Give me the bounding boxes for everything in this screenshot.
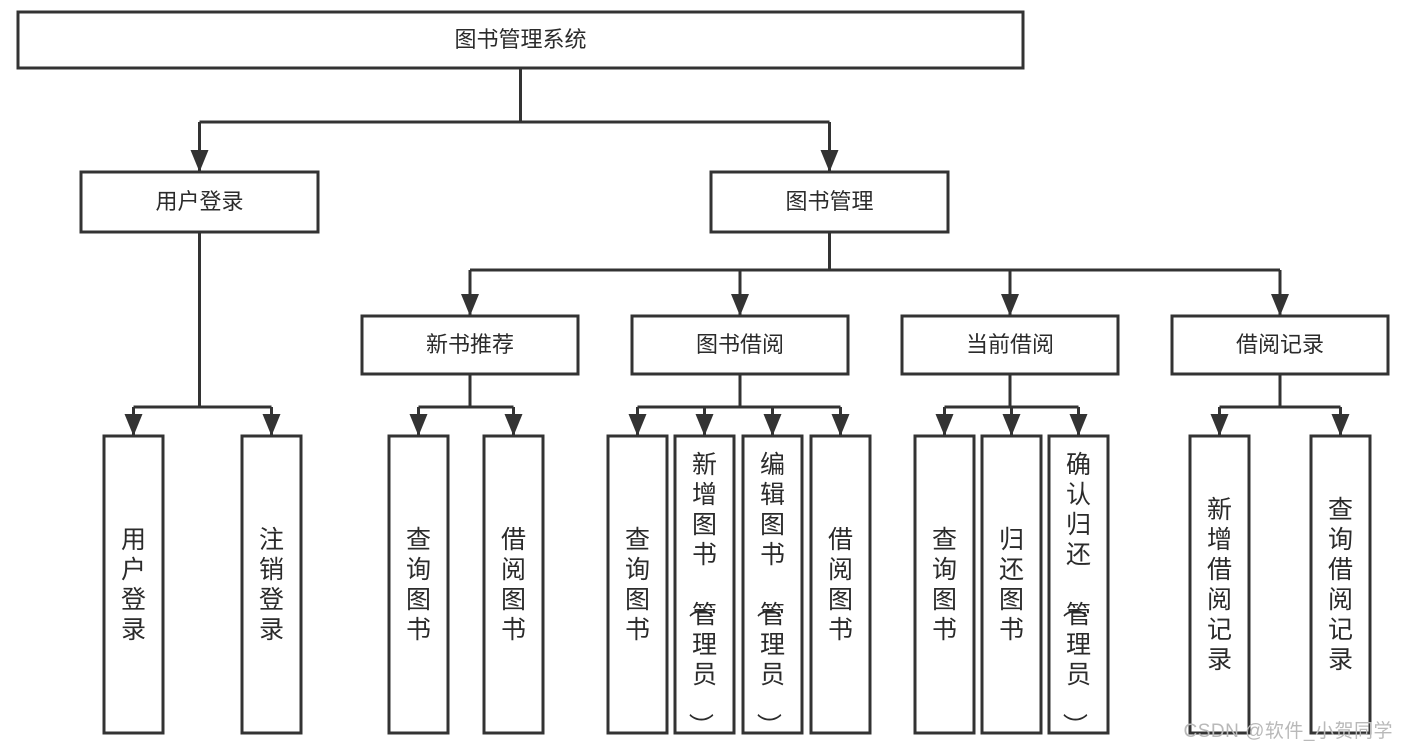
node-box-leaf-borrow-book — [809, 434, 872, 735]
node-box-root — [16, 10, 1025, 70]
node-label-leaf-borrow-book-recommend: 借阅图书 — [501, 526, 526, 644]
node-label-borrow-records: 借阅记录 — [1236, 332, 1324, 357]
node-leaf-add-borrow-record[interactable]: 新增借阅记录 — [1188, 434, 1251, 735]
node-box-book-management — [709, 170, 950, 234]
node-box-leaf-borrow-book-recommend — [482, 434, 545, 735]
node-label-leaf-query-book-current: 查询图书 — [932, 526, 957, 644]
node-leaf-borrow-book-recommend[interactable]: 借阅图书 — [482, 434, 545, 735]
node-label-current-borrow: 当前借阅 — [966, 332, 1054, 357]
node-leaf-query-borrow-record[interactable]: 查询借阅记录 — [1309, 434, 1372, 735]
connectors-layer — [124, 68, 1350, 436]
node-user-login[interactable]: 用户登录 — [79, 170, 320, 234]
node-box-leaf-query-book-recommend — [387, 434, 450, 735]
conn-records-to-leaves — [1210, 374, 1350, 436]
node-leaf-query-book-recommend[interactable]: 查询图书 — [387, 434, 450, 735]
node-new-book-recommend[interactable]: 新书推荐 — [360, 314, 580, 376]
node-label-leaf-query-book-recommend: 查询图书 — [406, 526, 431, 644]
node-box-leaf-add-borrow-record — [1188, 434, 1251, 735]
node-book-borrow[interactable]: 图书借阅 — [630, 314, 850, 376]
node-label-leaf-borrow-book: 借阅图书 — [828, 526, 853, 644]
node-label-leaf-query-borrow-record: 查询借阅记录 — [1328, 496, 1353, 674]
node-box-leaf-user-login — [102, 434, 165, 735]
node-leaf-query-book-borrow[interactable]: 查询图书 — [606, 434, 669, 735]
node-label-leaf-logout-login: 注销登录 — [259, 526, 284, 644]
node-label-leaf-return-book: 归还图书 — [999, 526, 1024, 644]
node-box-leaf-logout-login — [240, 434, 303, 735]
nodes-layer: 图书管理系统用户登录图书管理新书推荐图书借阅当前借阅借阅记录用户登录注销登录查询… — [16, 10, 1390, 738]
node-label-new-book-recommend: 新书推荐 — [426, 332, 514, 357]
node-label-root: 图书管理系统 — [454, 27, 586, 52]
node-box-leaf-edit-book-admin — [741, 434, 804, 735]
conn-root-to-level2 — [190, 68, 839, 172]
node-box-current-borrow — [900, 314, 1120, 376]
node-label-leaf-confirm-return-admin: 确认归还（管理员） — [1060, 451, 1091, 738]
node-label-book-management: 图书管理 — [785, 189, 873, 214]
node-label-book-borrow: 图书借阅 — [696, 332, 784, 357]
conn-bookmgmt-to-level3 — [461, 232, 1289, 316]
node-box-new-book-recommend — [360, 314, 580, 376]
node-box-leaf-query-book-current — [913, 434, 976, 735]
conn-recommend-to-leaves — [409, 374, 523, 436]
node-leaf-confirm-return-admin[interactable]: 确认归还（管理员） — [1047, 434, 1110, 738]
node-label-leaf-user-login: 用户登录 — [121, 526, 146, 644]
node-box-book-borrow — [630, 314, 850, 376]
node-book-management[interactable]: 图书管理 — [709, 170, 950, 234]
node-leaf-edit-book-admin[interactable]: 编辑图书（管理员） — [741, 434, 804, 738]
node-borrow-records[interactable]: 借阅记录 — [1170, 314, 1390, 376]
node-box-borrow-records — [1170, 314, 1390, 376]
node-leaf-return-book[interactable]: 归还图书 — [980, 434, 1043, 735]
node-current-borrow[interactable]: 当前借阅 — [900, 314, 1120, 376]
node-leaf-logout-login[interactable]: 注销登录 — [240, 434, 303, 735]
node-box-leaf-confirm-return-admin — [1047, 434, 1110, 735]
node-leaf-user-login[interactable]: 用户登录 — [102, 434, 165, 735]
conn-current-to-leaves — [935, 374, 1088, 436]
node-leaf-add-book-admin[interactable]: 新增图书（管理员） — [673, 434, 736, 738]
node-box-user-login — [79, 170, 320, 234]
node-label-leaf-query-book-borrow: 查询图书 — [625, 526, 650, 644]
conn-borrow-to-leaves — [628, 374, 850, 436]
node-box-leaf-query-book-borrow — [606, 434, 669, 735]
node-box-leaf-query-borrow-record — [1309, 434, 1372, 735]
node-box-leaf-add-book-admin — [673, 434, 736, 735]
node-box-leaf-return-book — [980, 434, 1043, 735]
node-leaf-query-book-current[interactable]: 查询图书 — [913, 434, 976, 735]
node-label-leaf-add-book-admin: 新增图书（管理员） — [686, 451, 717, 738]
node-label-leaf-edit-book-admin: 编辑图书（管理员） — [754, 451, 785, 738]
watermark-label: CSDN @软件_小贺同学 — [1183, 721, 1393, 742]
node-label-user-login: 用户登录 — [155, 189, 243, 214]
node-leaf-borrow-book[interactable]: 借阅图书 — [809, 434, 872, 735]
node-root[interactable]: 图书管理系统 — [16, 10, 1025, 70]
node-label-leaf-add-borrow-record: 新增借阅记录 — [1207, 496, 1232, 674]
conn-userlogin-to-leaves — [124, 232, 281, 436]
